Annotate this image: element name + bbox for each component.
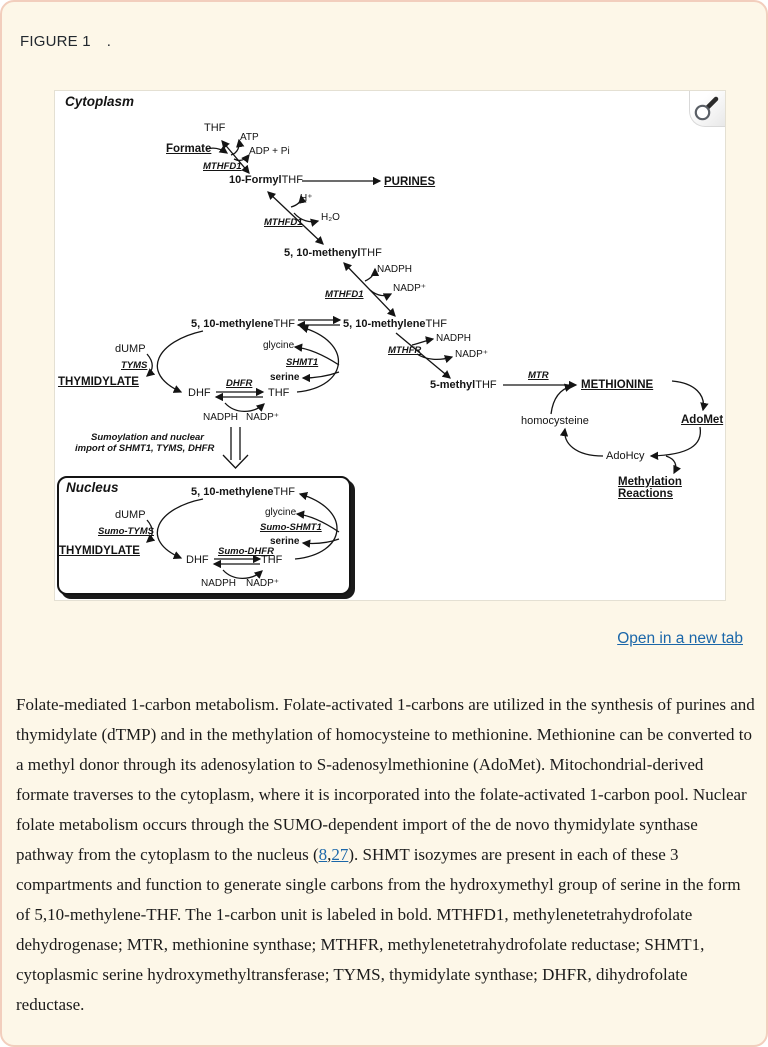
- nadp-label-4: NADP⁺: [246, 578, 280, 589]
- reactions-label: Reactions: [618, 488, 673, 500]
- figure-canvas[interactable]: Cytoplasm THF Formate ATP ADP + Pi MTHFD…: [54, 90, 726, 601]
- methylthf-label: 5-methylTHF: [430, 379, 497, 391]
- sumo-tyms-label: Sumo-TYMS: [98, 526, 154, 537]
- dhf-cyto-label: DHF: [188, 387, 211, 399]
- sumoylation-note-line1: Sumoylation and nuclear: [91, 432, 204, 443]
- mthfd1-label-3: MTHFD1: [325, 289, 364, 300]
- tyms-label: TYMS: [121, 360, 148, 371]
- adohcy-label: AdoHcy: [606, 450, 645, 462]
- zoom-figure-button[interactable]: [689, 91, 725, 127]
- thymidylate-nucleus-label: THYMIDYLATE: [59, 545, 140, 557]
- methylenethf-left-label: 5, 10-methyleneTHF: [191, 318, 295, 330]
- adp-pi-label: ADP + Pi: [249, 146, 290, 157]
- glycine-cyto-label: glycine: [263, 340, 295, 351]
- caption-separator: ,: [327, 845, 332, 864]
- dump-nucleus-label: dUMP: [115, 509, 146, 521]
- sumo-shmt1-label: Sumo-SHMT1: [260, 522, 322, 533]
- nadph-label-4: NADPH: [201, 578, 237, 589]
- open-in-new-tab-link[interactable]: Open in a new tab: [617, 630, 743, 647]
- reference-link-27[interactable]: 27: [331, 845, 349, 864]
- serine-nucleus-label: serine: [270, 536, 300, 547]
- formate-label: Formate: [166, 143, 212, 155]
- nadph-label-3: NADPH: [436, 333, 472, 344]
- caption-text-1: Folate-mediated 1-carbon metabolism. Fol…: [16, 695, 755, 864]
- methylation-label: Methylation: [618, 476, 682, 488]
- figure-caption: Folate-mediated 1-carbon metabolism. Fol…: [16, 690, 758, 1020]
- thymidylate-cyto-label: THYMIDYLATE: [58, 376, 139, 388]
- magnifier-icon: [694, 96, 719, 121]
- pathway-arrows: [146, 138, 709, 580]
- mthfr-label: MTHFR: [388, 345, 422, 356]
- h2o-label: H₂O: [321, 212, 340, 223]
- nadp-label-2: NADP⁺: [246, 412, 280, 423]
- nadp-label-3: NADP⁺: [455, 349, 489, 360]
- glycine-nucleus-label: glycine: [265, 507, 297, 518]
- figure-title-dot: .: [106, 33, 112, 50]
- dump-cyto-label: dUMP: [115, 343, 146, 355]
- atp-label: ATP: [240, 132, 259, 143]
- serine-cyto-label: serine: [270, 372, 300, 383]
- mthfd1-label-1: MTHFD1: [203, 161, 242, 172]
- methionine-label: METHIONINE: [581, 379, 654, 391]
- caption-text-2: ). SHMT isozymes are present in each of …: [16, 845, 741, 1014]
- nadph-label-1: NADPH: [377, 264, 413, 275]
- figure-number: FIGURE 1: [20, 33, 91, 50]
- nucleus-label: Nucleus: [66, 480, 119, 495]
- cytoplasm-label: Cytoplasm: [65, 94, 135, 109]
- shmt1-label: SHMT1: [286, 357, 319, 368]
- mthfd1-label-2: MTHFD1: [264, 217, 303, 228]
- dhfr-label: DHFR: [226, 378, 253, 389]
- thf-nucleus-label: THF: [261, 554, 283, 566]
- nadph-label-2: NADPH: [203, 412, 239, 423]
- page-title: FIGURE 1.: [20, 33, 111, 50]
- mtr-label: MTR: [528, 370, 549, 381]
- purines-label: PURINES: [384, 176, 436, 188]
- formylthf-label: 10-FormylTHF: [229, 174, 303, 186]
- thf-top-label: THF: [204, 122, 226, 134]
- methylenethf-nucleus-label: 5, 10-methyleneTHF: [191, 486, 295, 498]
- adomet-label: AdoMet: [681, 414, 724, 426]
- sumoylation-note-line2: import of SHMT1, TYMS, DHFR: [75, 443, 215, 454]
- methenylthf-label: 5, 10-methenylTHF: [284, 247, 382, 259]
- thf-cyto-label: THF: [268, 387, 290, 399]
- methylenethf-right-label: 5, 10-methyleneTHF: [343, 318, 447, 330]
- sumo-dhfr-label: Sumo-DHFR: [218, 546, 274, 557]
- nadp-label-1: NADP⁺: [393, 283, 427, 294]
- homocysteine-label: homocysteine: [521, 415, 589, 427]
- h-plus-label: H⁺: [300, 193, 313, 204]
- dhf-nucleus-label: DHF: [186, 554, 209, 566]
- reference-link-8[interactable]: 8: [318, 845, 328, 864]
